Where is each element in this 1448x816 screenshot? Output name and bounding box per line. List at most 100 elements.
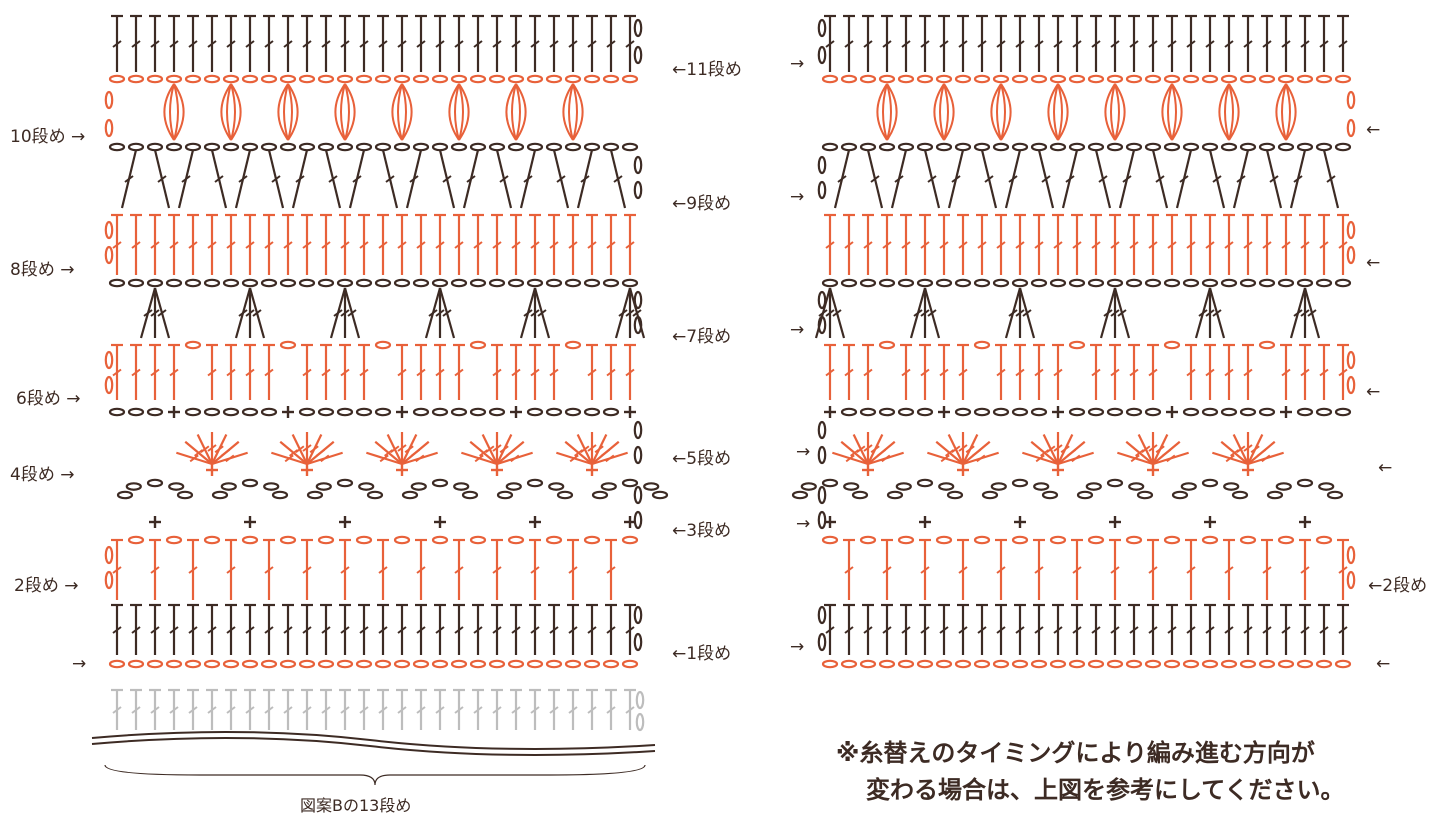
angled-stitch-bar	[214, 445, 224, 454]
chain-stitch-symbol	[526, 142, 544, 152]
double-crochet-bar	[359, 626, 369, 634]
chain-stitch-symbol	[1049, 74, 1067, 84]
chain-stitch-symbol	[393, 142, 411, 152]
chain-stitch-symbol	[1011, 142, 1029, 152]
chain-stitch-symbol	[946, 490, 964, 500]
double-crochet-bar	[1034, 241, 1044, 249]
angled-stitch-bar	[214, 175, 224, 183]
chain-stitch-symbol	[916, 74, 934, 84]
chain-stitch-symbol	[1011, 407, 1029, 417]
angled-stitch-bar	[951, 175, 961, 183]
chain-stitch-symbol	[1030, 278, 1048, 288]
angled-stitch-bar	[442, 175, 452, 183]
angled-stitch-bar	[397, 444, 407, 452]
angled-stitch-bar	[618, 309, 628, 317]
double-crochet-bar	[1186, 566, 1196, 574]
chain-stitch-symbol	[859, 278, 877, 288]
double-crochet-bar	[302, 626, 312, 634]
double-crochet-bar	[188, 706, 198, 714]
angled-stitch-bar	[328, 175, 338, 183]
chain-stitch-symbol	[260, 407, 278, 417]
double-crochet-bar	[1110, 566, 1120, 574]
row-label-3: ←3段め	[672, 521, 732, 541]
angled-stitch-bar	[1300, 309, 1310, 317]
chain-stitch-symbol	[1334, 278, 1352, 288]
chain-stitch-symbol	[507, 278, 525, 288]
double-crochet-bar	[1072, 566, 1082, 574]
chain-stitch-symbol	[602, 278, 620, 288]
chain-stitch-symbol	[1144, 278, 1162, 288]
double-crochet-bar	[112, 706, 122, 714]
puff-stitch-symbol	[886, 83, 892, 141]
chain-stitch-symbol	[469, 340, 487, 350]
double-crochet-bar	[996, 241, 1006, 249]
chain-stitch-symbol	[374, 659, 392, 669]
turning-chain-symbol	[104, 350, 114, 370]
chain-stitch-symbol	[146, 278, 164, 288]
chain-stitch-symbol	[393, 278, 411, 288]
chain-stitch-symbol	[1049, 659, 1067, 669]
note-line-1: ※糸替えのタイミングにより編み進む方向が	[836, 739, 1315, 767]
chain-stitch-symbol	[821, 74, 839, 84]
double-crochet-bar	[844, 368, 854, 377]
arrow-right-icon: →	[790, 187, 805, 207]
chain-stitch-symbol	[1125, 278, 1143, 288]
puff-stitch-symbol	[454, 83, 460, 141]
double-crochet-bar	[606, 706, 616, 714]
puff-stitch-symbol	[1053, 83, 1059, 141]
double-crochet-bar	[1091, 626, 1101, 634]
chain-stitch-symbol	[469, 278, 487, 288]
turning-chain-symbol	[1346, 220, 1356, 240]
double-crochet-bar	[825, 40, 835, 48]
double-crochet-bar	[226, 40, 236, 48]
chain-stitch-symbol	[410, 482, 427, 491]
chain-stitch-symbol	[990, 482, 1007, 491]
puff-stitch-symbol	[283, 83, 289, 141]
chain-stitch-symbol	[1315, 278, 1333, 288]
chain-stitch-symbol	[184, 407, 202, 417]
chain-stitch-symbol	[108, 407, 126, 417]
chain-stitch-symbol	[545, 659, 563, 669]
chain-stitch-symbol	[840, 74, 858, 84]
chain-stitch-symbol	[1201, 74, 1219, 84]
double-crochet-bar	[226, 368, 236, 377]
chain-stitch-symbol	[1277, 142, 1295, 152]
angled-stitch-bar	[492, 444, 502, 452]
chain-stitch-symbol	[564, 142, 582, 152]
double-crochet-bar	[112, 368, 122, 377]
chain-stitch-symbol	[374, 340, 392, 350]
angled-stitch-bar	[1269, 175, 1279, 183]
puff-stitch-symbol	[1110, 83, 1116, 141]
double-crochet-bar	[530, 566, 540, 574]
double-crochet-bar	[302, 368, 312, 377]
double-crochet-bar	[1015, 40, 1025, 48]
chain-stitch-symbol	[317, 142, 335, 152]
chain-stitch-symbol	[355, 535, 373, 545]
double-crochet-bar	[606, 566, 616, 574]
chain-stitch-symbol	[1220, 74, 1238, 84]
angled-stitch-bar	[1236, 175, 1246, 183]
double-crochet-bar	[1053, 368, 1063, 377]
chain-stitch-symbol	[317, 407, 335, 417]
chain-stitch-symbol	[260, 74, 278, 84]
chain-stitch-symbol	[1125, 74, 1143, 84]
arrow-right-icon: →	[71, 127, 86, 147]
double-crochet-bar	[226, 706, 236, 714]
chain-stitch-symbol	[1076, 490, 1094, 500]
double-crochet-bar	[207, 368, 217, 377]
double-crochet-bar	[844, 626, 854, 634]
chain-stitch-symbol	[1201, 478, 1219, 488]
chain-stitch-symbol	[843, 482, 860, 491]
double-crochet-bar	[1148, 626, 1158, 634]
double-crochet-bar	[1243, 241, 1253, 249]
double-crochet-bar	[359, 40, 369, 48]
chain-stitch-symbol	[1296, 478, 1314, 488]
chain-stitch-symbol	[298, 659, 316, 669]
chain-stitch-symbol	[393, 659, 411, 669]
double-crochet-bar	[340, 368, 350, 377]
angled-stitch-bar	[1008, 309, 1018, 317]
angled-stitch-bar	[1250, 445, 1260, 454]
double-crochet-bar	[435, 626, 445, 634]
angled-stitch-bar	[1141, 445, 1151, 454]
angled-stitch-bar	[333, 309, 343, 317]
